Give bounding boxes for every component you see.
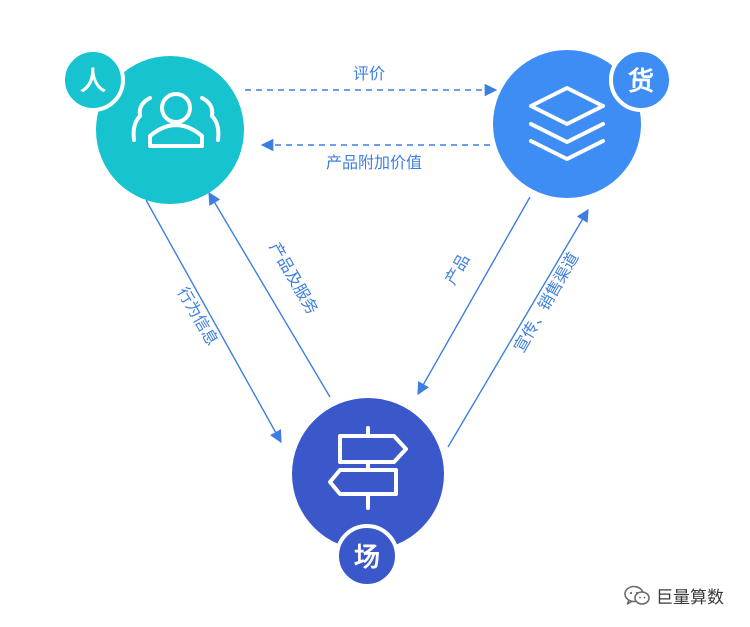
node-chang-circle (292, 398, 444, 550)
watermark: 巨量算数 (624, 583, 724, 608)
node-chang-badge (335, 524, 399, 588)
edge-left-inner (208, 191, 331, 398)
node-huo-label: 货 (628, 66, 654, 97)
node-ren: 人 (61, 48, 244, 204)
layers-icon (529, 86, 605, 161)
node-ren-badge (61, 48, 125, 112)
node-ren-label: 人 (80, 67, 106, 97)
label-top-back: 产品附加价值 (326, 153, 422, 172)
node-huo: 货 (493, 48, 673, 198)
label-right-outer: 宣传、销售渠道 (510, 249, 582, 356)
people-icon (131, 92, 221, 148)
connector-lines (145, 83, 589, 448)
node-chang: 场 (292, 398, 444, 588)
node-huo-badge (609, 48, 673, 112)
wechat-icon (624, 585, 650, 605)
edge-left-outer (145, 199, 282, 444)
watermark-text: 巨量算数 (656, 588, 724, 608)
node-ren-circle (96, 56, 244, 204)
edge-right-outer (447, 208, 589, 448)
label-right-inner: 产品 (441, 251, 473, 288)
signpost-icon (328, 426, 408, 510)
node-chang-label: 场 (354, 543, 380, 573)
label-left-inner: 产品及服务 (266, 239, 322, 318)
edge-right-inner (417, 196, 531, 396)
label-top-forward: 评价 (353, 64, 385, 83)
